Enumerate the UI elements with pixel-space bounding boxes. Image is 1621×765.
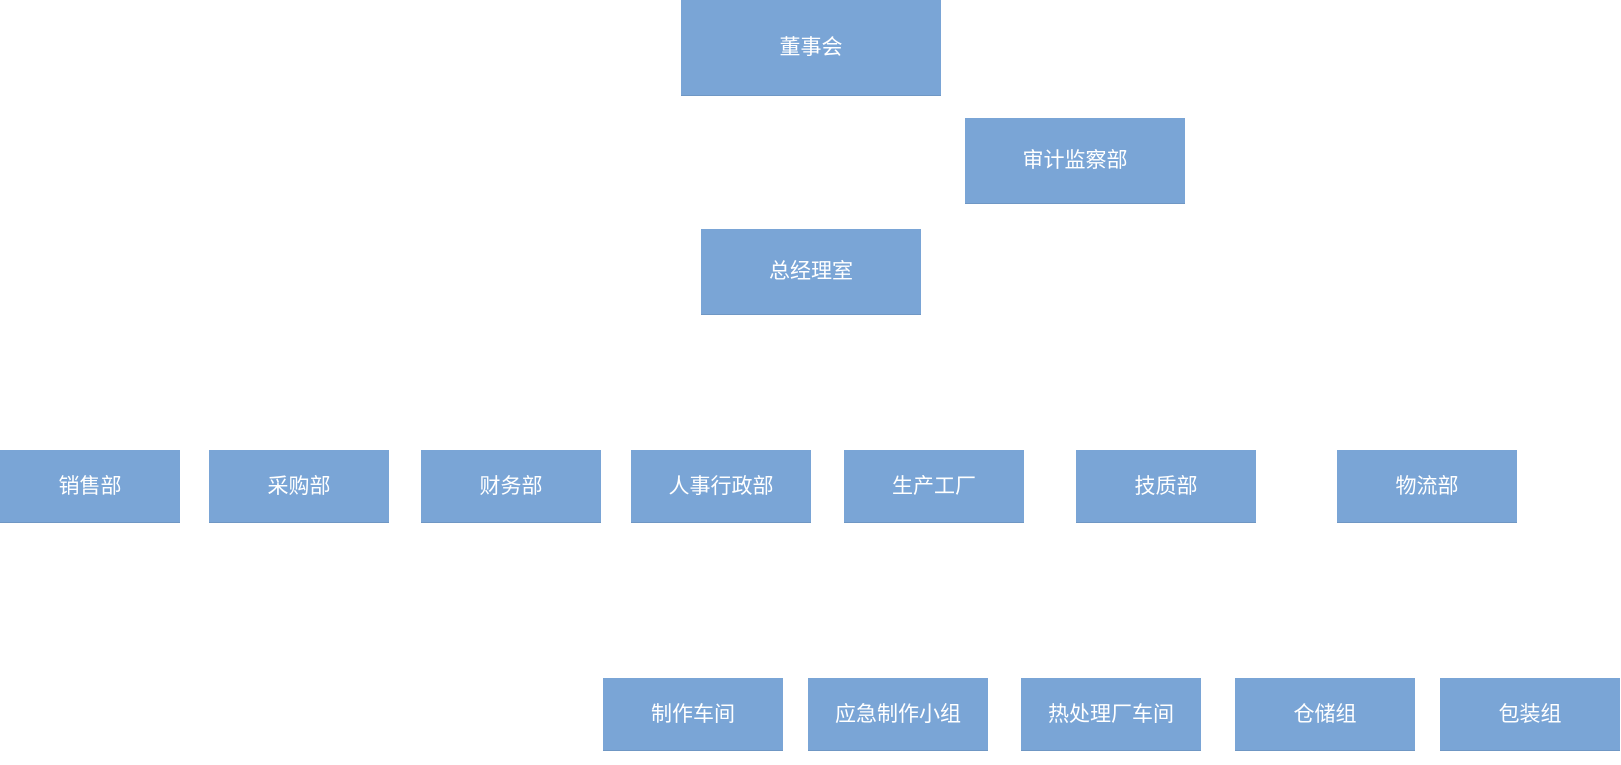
node-sub-emergency-team: 应急制作小组 [808,678,988,751]
node-label: 财务部 [479,473,543,498]
node-label: 董事会 [779,35,843,59]
node-dept-factory: 生产工厂 [844,450,1024,523]
node-sub-packing: 包装组 [1440,678,1620,751]
node-label: 采购部 [267,473,331,498]
node-dept-logistics: 物流部 [1337,450,1517,523]
node-board: 董事会 [681,0,941,96]
node-dept-sales: 销售部 [0,450,180,523]
node-sub-workshop: 制作车间 [603,678,783,751]
node-label: 总经理室 [769,259,853,283]
node-label: 包装组 [1498,701,1562,726]
node-label: 人事行政部 [668,473,774,498]
node-dept-finance: 财务部 [421,450,601,523]
node-dept-tech-quality: 技质部 [1076,450,1256,523]
node-label: 仓储组 [1293,701,1357,726]
node-label: 生产工厂 [892,473,976,498]
node-sub-storage: 仓储组 [1235,678,1415,751]
node-general-manager: 总经理室 [701,229,921,315]
node-audit: 审计监察部 [965,118,1185,204]
node-label: 物流部 [1395,473,1459,498]
node-label: 热处理厂车间 [1048,701,1174,726]
node-label: 销售部 [58,473,122,498]
node-dept-hr-admin: 人事行政部 [631,450,811,523]
node-sub-heat-treatment: 热处理厂车间 [1021,678,1201,751]
node-label: 审计监察部 [1022,148,1128,172]
node-dept-purchasing: 采购部 [209,450,389,523]
node-label: 技质部 [1134,473,1198,498]
node-label: 应急制作小组 [835,701,961,726]
node-label: 制作车间 [651,701,735,726]
